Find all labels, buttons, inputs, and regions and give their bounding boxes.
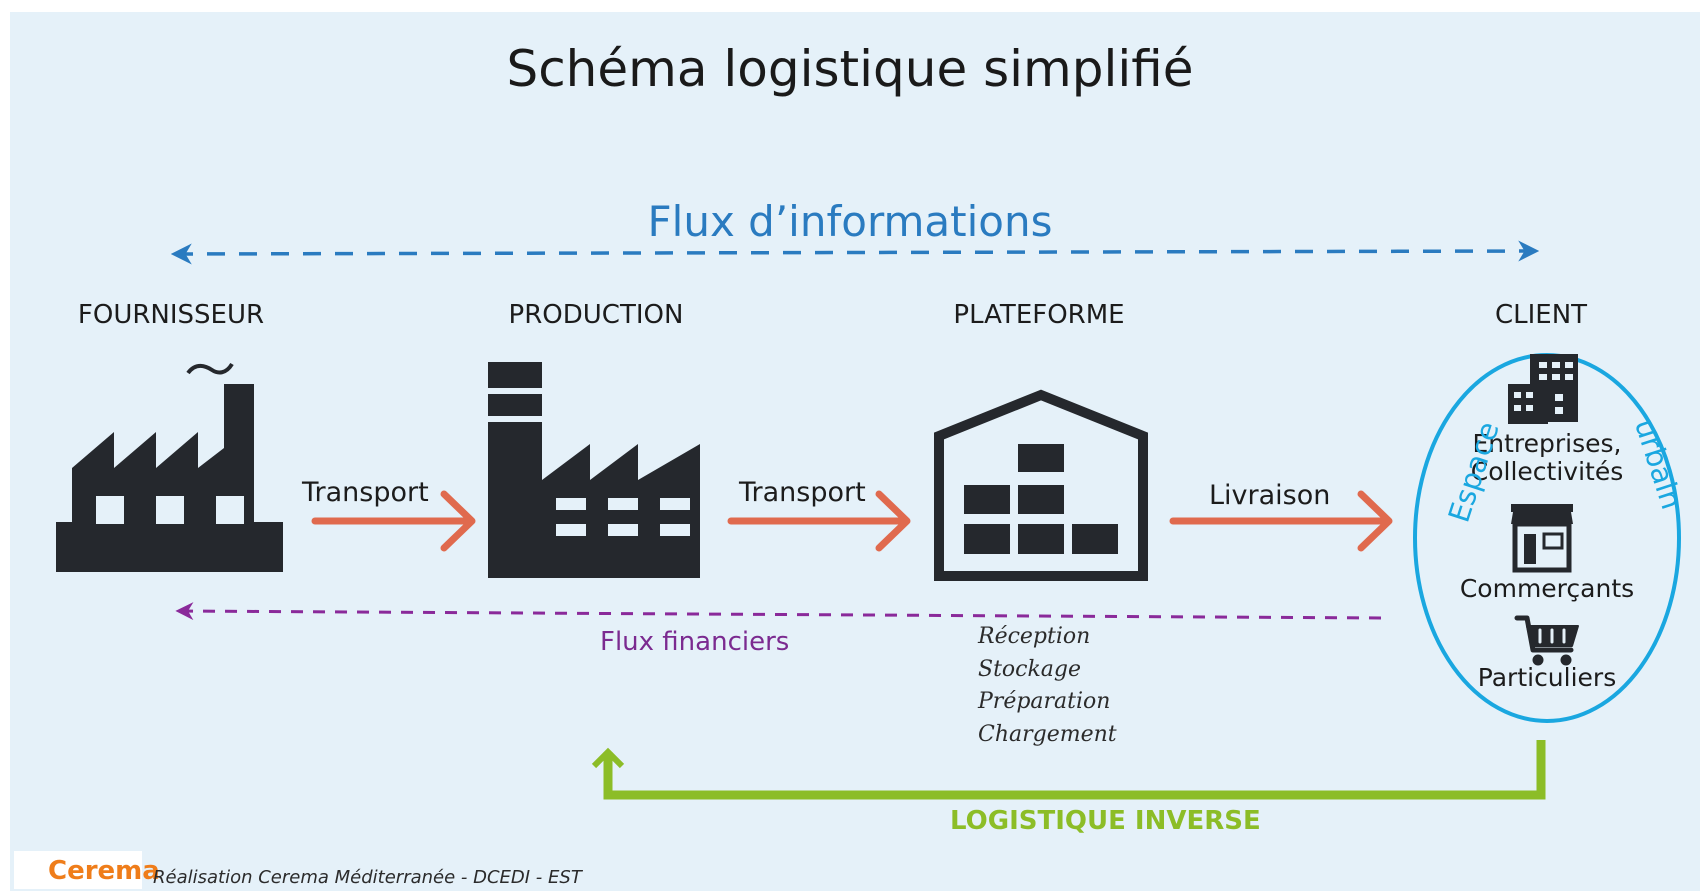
- client-businesses-line1: Entreprises,: [1472, 429, 1622, 458]
- financial-flow-label: Flux financiers: [600, 627, 790, 657]
- client-merchants-label: Commerçants: [1459, 574, 1635, 603]
- stage-label-platform: PLATEFORME: [953, 300, 1125, 330]
- operation-storage: Stockage: [978, 656, 1082, 682]
- supplier-factory-icon: [56, 362, 283, 572]
- reverse-logistics-arrow: [591, 740, 1546, 800]
- delivery-arrow: [1169, 490, 1393, 552]
- warehouse-platform-icon: [934, 389, 1148, 581]
- information-flow-arrow: [170, 240, 1540, 265]
- stage-label-production: PRODUCTION: [508, 300, 684, 330]
- transport-arrow-2: [727, 490, 911, 552]
- stage-label-client: CLIENT: [1494, 300, 1588, 330]
- transport-arrow-1: [311, 490, 476, 552]
- logo-box: [14, 851, 142, 889]
- diagram-background: [10, 12, 1700, 891]
- client-businesses-line2: Collectivités: [1470, 457, 1624, 486]
- information-flow-label: Flux d’informations: [647, 197, 1053, 246]
- operation-loading: Chargement: [978, 721, 1117, 747]
- platform-operations-list: Réception Stockage Préparation Chargemen…: [978, 621, 1117, 751]
- shopping-cart-icon: [1514, 615, 1579, 666]
- client-businesses-label: Entreprises, Collectivités: [1467, 430, 1627, 486]
- office-building-icon: [1508, 354, 1578, 424]
- diagram-title: Schéma logistique simplifié: [506, 40, 1194, 98]
- stage-label-supplier: FOURNISSEUR: [77, 300, 265, 330]
- transport-label-1: Transport: [302, 477, 429, 508]
- operation-reception: Réception: [978, 624, 1091, 649]
- credit-line: Réalisation Cerema Méditerranée - DCEDI …: [153, 867, 582, 888]
- delivery-label: Livraison: [1209, 480, 1331, 511]
- production-factory-icon: [488, 362, 700, 578]
- financial-flow-arrow: [175, 602, 1382, 621]
- reverse-logistics-label: LOGISTIQUE INVERSE: [950, 806, 1261, 836]
- cerema-logo-text: Cerema: [48, 856, 160, 886]
- shop-icon: [1511, 504, 1573, 573]
- transport-label-2: Transport: [739, 477, 866, 508]
- operation-preparation: Préparation: [978, 689, 1111, 714]
- client-individuals-label: Particuliers: [1477, 663, 1617, 692]
